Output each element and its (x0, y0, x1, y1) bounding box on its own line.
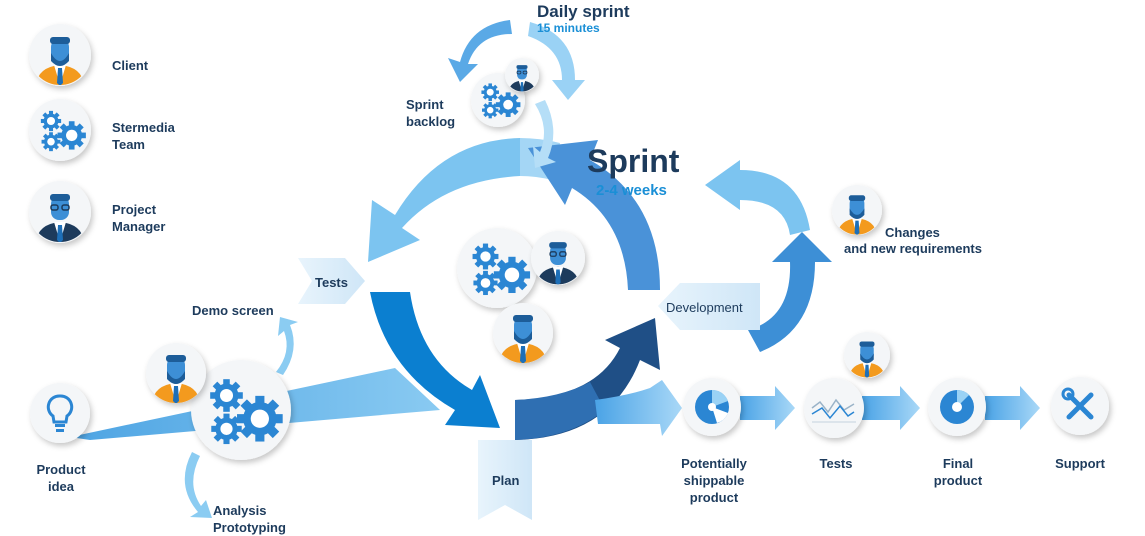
plan-tag-shape (478, 440, 532, 520)
demo-arrow (276, 317, 298, 375)
product-idea-label-line2: idea (47, 479, 74, 494)
changes-label-line2: and new requirements (844, 241, 982, 256)
legend-pm-label-line2: Manager (112, 219, 166, 234)
sprint-arc-right (528, 140, 660, 290)
changes-label-line1: Changes (885, 225, 940, 240)
tools-icon (1051, 377, 1109, 435)
pipeline-arrow-2 (740, 386, 795, 430)
legend-team-label-line1: Stermedia (112, 120, 175, 135)
sprint-duration: 2-4 weeks (596, 182, 667, 199)
legend-team-label-line2: Team (112, 137, 145, 152)
lightbulb-icon (30, 383, 90, 443)
sprint-backlog-label-line2: backlog (406, 114, 456, 129)
final-product-label-line1: Final (942, 456, 974, 471)
sprint-backlog-label-line1: Sprint (406, 97, 444, 112)
legend-pm-label-line1: Project (112, 202, 157, 217)
product-idea-label-line1: Product (36, 462, 86, 477)
tests-tag-label: Tests (315, 275, 348, 290)
daily-pm-avatar (505, 58, 539, 92)
tests-pm-avatar (844, 332, 890, 378)
sprint-arc-top-left (368, 138, 520, 262)
analysis-label-line1: Analysis (213, 503, 267, 518)
analysis-client-avatar (146, 343, 206, 403)
demo-screen-label: Demo screen (192, 303, 274, 318)
changes-client-avatar (832, 185, 882, 235)
changes-arrow-bottom (748, 232, 832, 352)
tests-tag-shape (298, 258, 365, 304)
daily-sprint-arrow-left (448, 20, 512, 82)
disc-icon (928, 378, 986, 436)
potentially-label-line2: shippable (683, 473, 745, 488)
project-manager-avatar (29, 181, 91, 243)
legend-client-label: Client (112, 58, 149, 73)
analysis-label-line2: Prototyping (213, 520, 286, 535)
client-avatar (29, 24, 91, 86)
daily-sprint-arrow-down (533, 100, 556, 168)
line-chart-icon (804, 378, 864, 438)
analysis-gears-icon (191, 360, 291, 460)
sprint-title: Sprint (587, 143, 680, 179)
plan-tag-label: Plan (492, 473, 520, 488)
daily-sprint-arrow-right (528, 22, 585, 100)
final-product-label-line2: product (933, 473, 983, 488)
pipeline-arrow-1 (595, 380, 682, 436)
sprint-arc-left (370, 292, 500, 428)
analysis-arrow (184, 452, 212, 518)
sprint-gears-icon (457, 228, 537, 308)
pipeline-tests-label: Tests (819, 456, 853, 471)
potentially-label-line3: product (689, 490, 739, 505)
team-gears-icon (29, 99, 91, 161)
daily-sprint-title: Daily sprint (537, 2, 630, 21)
changes-arrow-top (705, 160, 810, 235)
potentially-label-line1: Potentially (681, 456, 747, 471)
development-tag-label: Development (666, 300, 743, 315)
support-label: Support (1055, 456, 1105, 471)
pipeline-arrow-3 (862, 386, 920, 430)
pipeline-arrow-4 (985, 386, 1040, 430)
sprint-client-avatar (493, 303, 553, 363)
development-tag-shape (658, 283, 760, 330)
pie-chart-icon (683, 378, 741, 436)
sprint-pm-avatar (531, 231, 585, 285)
daily-sprint-duration: 15 minutes (537, 21, 600, 35)
